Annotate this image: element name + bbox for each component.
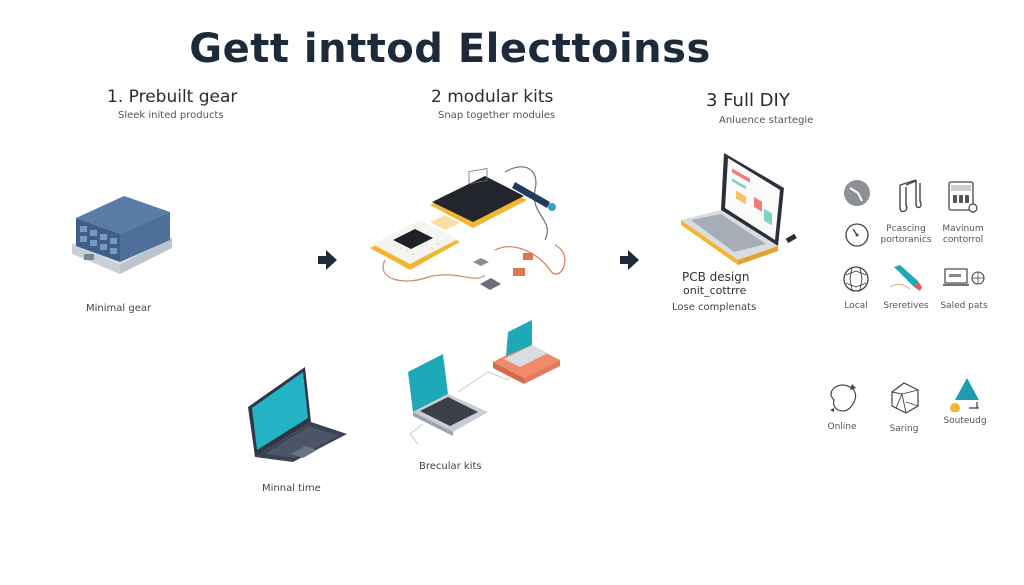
diy-item-saled-pats: Saled pats [934,265,994,312]
modular-laptops-illustration [398,312,568,452]
circuit-board-icon [370,166,566,290]
stage-3-heading: 3 Full DIY [706,90,790,111]
caption-minimal-time: Minnal time [262,483,321,494]
soldering-iron-icon [889,265,922,291]
minimal-laptop-illustration [243,362,353,462]
pcb-laptop-icon [681,153,797,265]
caption-modular-kits: Brecular kits [419,461,482,472]
pcb-design-laptop-illustration [676,148,806,266]
stage-3-subtitle: Anluence startegie [719,115,814,126]
diy-item-online: Online [812,380,872,433]
polyhedron-icon [891,382,919,414]
diy-item-souteudg: Souteudg [935,376,995,427]
caption-pcb-design: PCB design [682,270,750,284]
page-title: Gett inttod Electtoinss [189,26,711,72]
stage-1-heading: 1. Prebuilt gear [107,87,238,107]
flow-arrow-2 [618,249,640,271]
arrow-right-icon [318,250,337,270]
caption-lose-complenats: Lose complenats [672,302,757,313]
shapes-icon [950,378,979,413]
modular-kit-illustration [365,160,570,300]
globe-icon [843,266,869,292]
clock-icon [843,179,871,211]
diy-item-sreretives: Sreretives [876,265,936,312]
cycle-icon [830,384,857,412]
arrow-right-icon [620,250,639,270]
laptop-globe-icon [943,268,985,286]
stage-2-heading: 2 modular kits [431,87,554,107]
stage-1-subtitle: Sleek inited products [118,110,224,121]
diy-item-local: Local [826,265,886,312]
laptop-icon [408,320,560,445]
gauge-icon [843,222,871,252]
tuning-fork-icon [894,177,924,219]
flow-arrow-1 [316,249,338,271]
laptop-dark-icon [248,367,347,462]
stage-2-subtitle: Snap together modules [438,110,556,121]
caption-onit-cottrre: onit_cottrre [683,284,747,297]
diy-label-pcascing: Pcascing portoranics [880,224,932,245]
caption-minimal-gear: Minimal gear [86,303,152,314]
prebuilt-server-illustration [62,186,177,276]
server-icon [72,196,172,274]
diy-label-mavinum: Mavinum contorrol [942,224,984,245]
diy-item-saring: Saring [874,380,934,435]
control-panel-icon [947,180,979,220]
